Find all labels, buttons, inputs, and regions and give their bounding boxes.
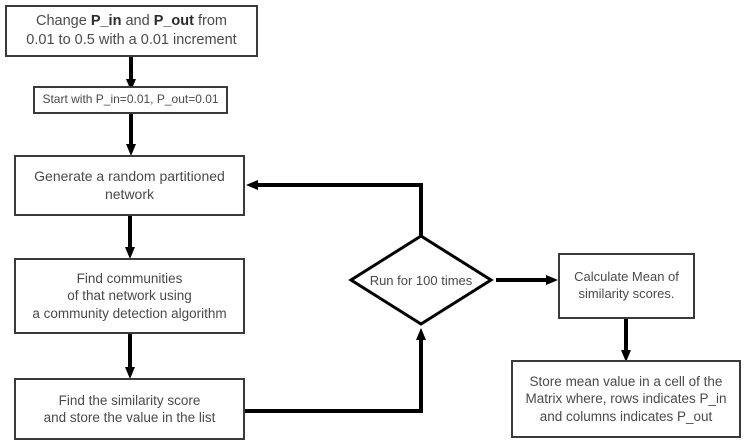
node-start: Change P_in and P_out from 0.01 to 0.5 wi… [5, 5, 258, 57]
edge-loop-to-generate [246, 180, 423, 245]
node-start-pout: P_out [153, 13, 194, 30]
node-communities: Find communities of that network using a… [14, 258, 245, 334]
node-start-line2: 0.01 to 0.5 with a 0.01 increment [26, 32, 237, 48]
node-generate: Generate a random partitioned network [14, 155, 245, 216]
node-loop-decision: Run for 100 times [348, 233, 494, 327]
node-start-pin: P_in [90, 13, 122, 30]
node-start-line1-pre: Change [35, 13, 91, 30]
node-similarity: Find the similarity score and store the … [14, 378, 245, 440]
node-store-label: Store mean value in a cell of the Matrix… [525, 374, 727, 424]
node-init: Start with P_in=0.01, P_out=0.01 [33, 86, 228, 114]
node-start-line1-post: from [193, 13, 227, 30]
node-start-label: Change P_in and P_out from 0.01 to 0.5 wi… [20, 12, 242, 49]
node-generate-label: Generate a random partitioned network [34, 167, 225, 202]
node-mean: Calculate Mean of similarity scores. [558, 253, 695, 319]
node-init-label: Start with P_in=0.01, P_out=0.01 [42, 92, 219, 107]
node-communities-label: Find communities of that network using a… [32, 271, 227, 321]
node-mean-label: Calculate Mean of similarity scores. [574, 269, 679, 301]
edge-similarity-to-loop [245, 328, 426, 413]
node-similarity-label: Find the similarity score and store the … [43, 392, 216, 425]
node-store: Store mean value in a cell of the Matrix… [511, 360, 741, 438]
diamond-shape [348, 234, 494, 326]
node-start-line1-mid: and [121, 13, 154, 30]
